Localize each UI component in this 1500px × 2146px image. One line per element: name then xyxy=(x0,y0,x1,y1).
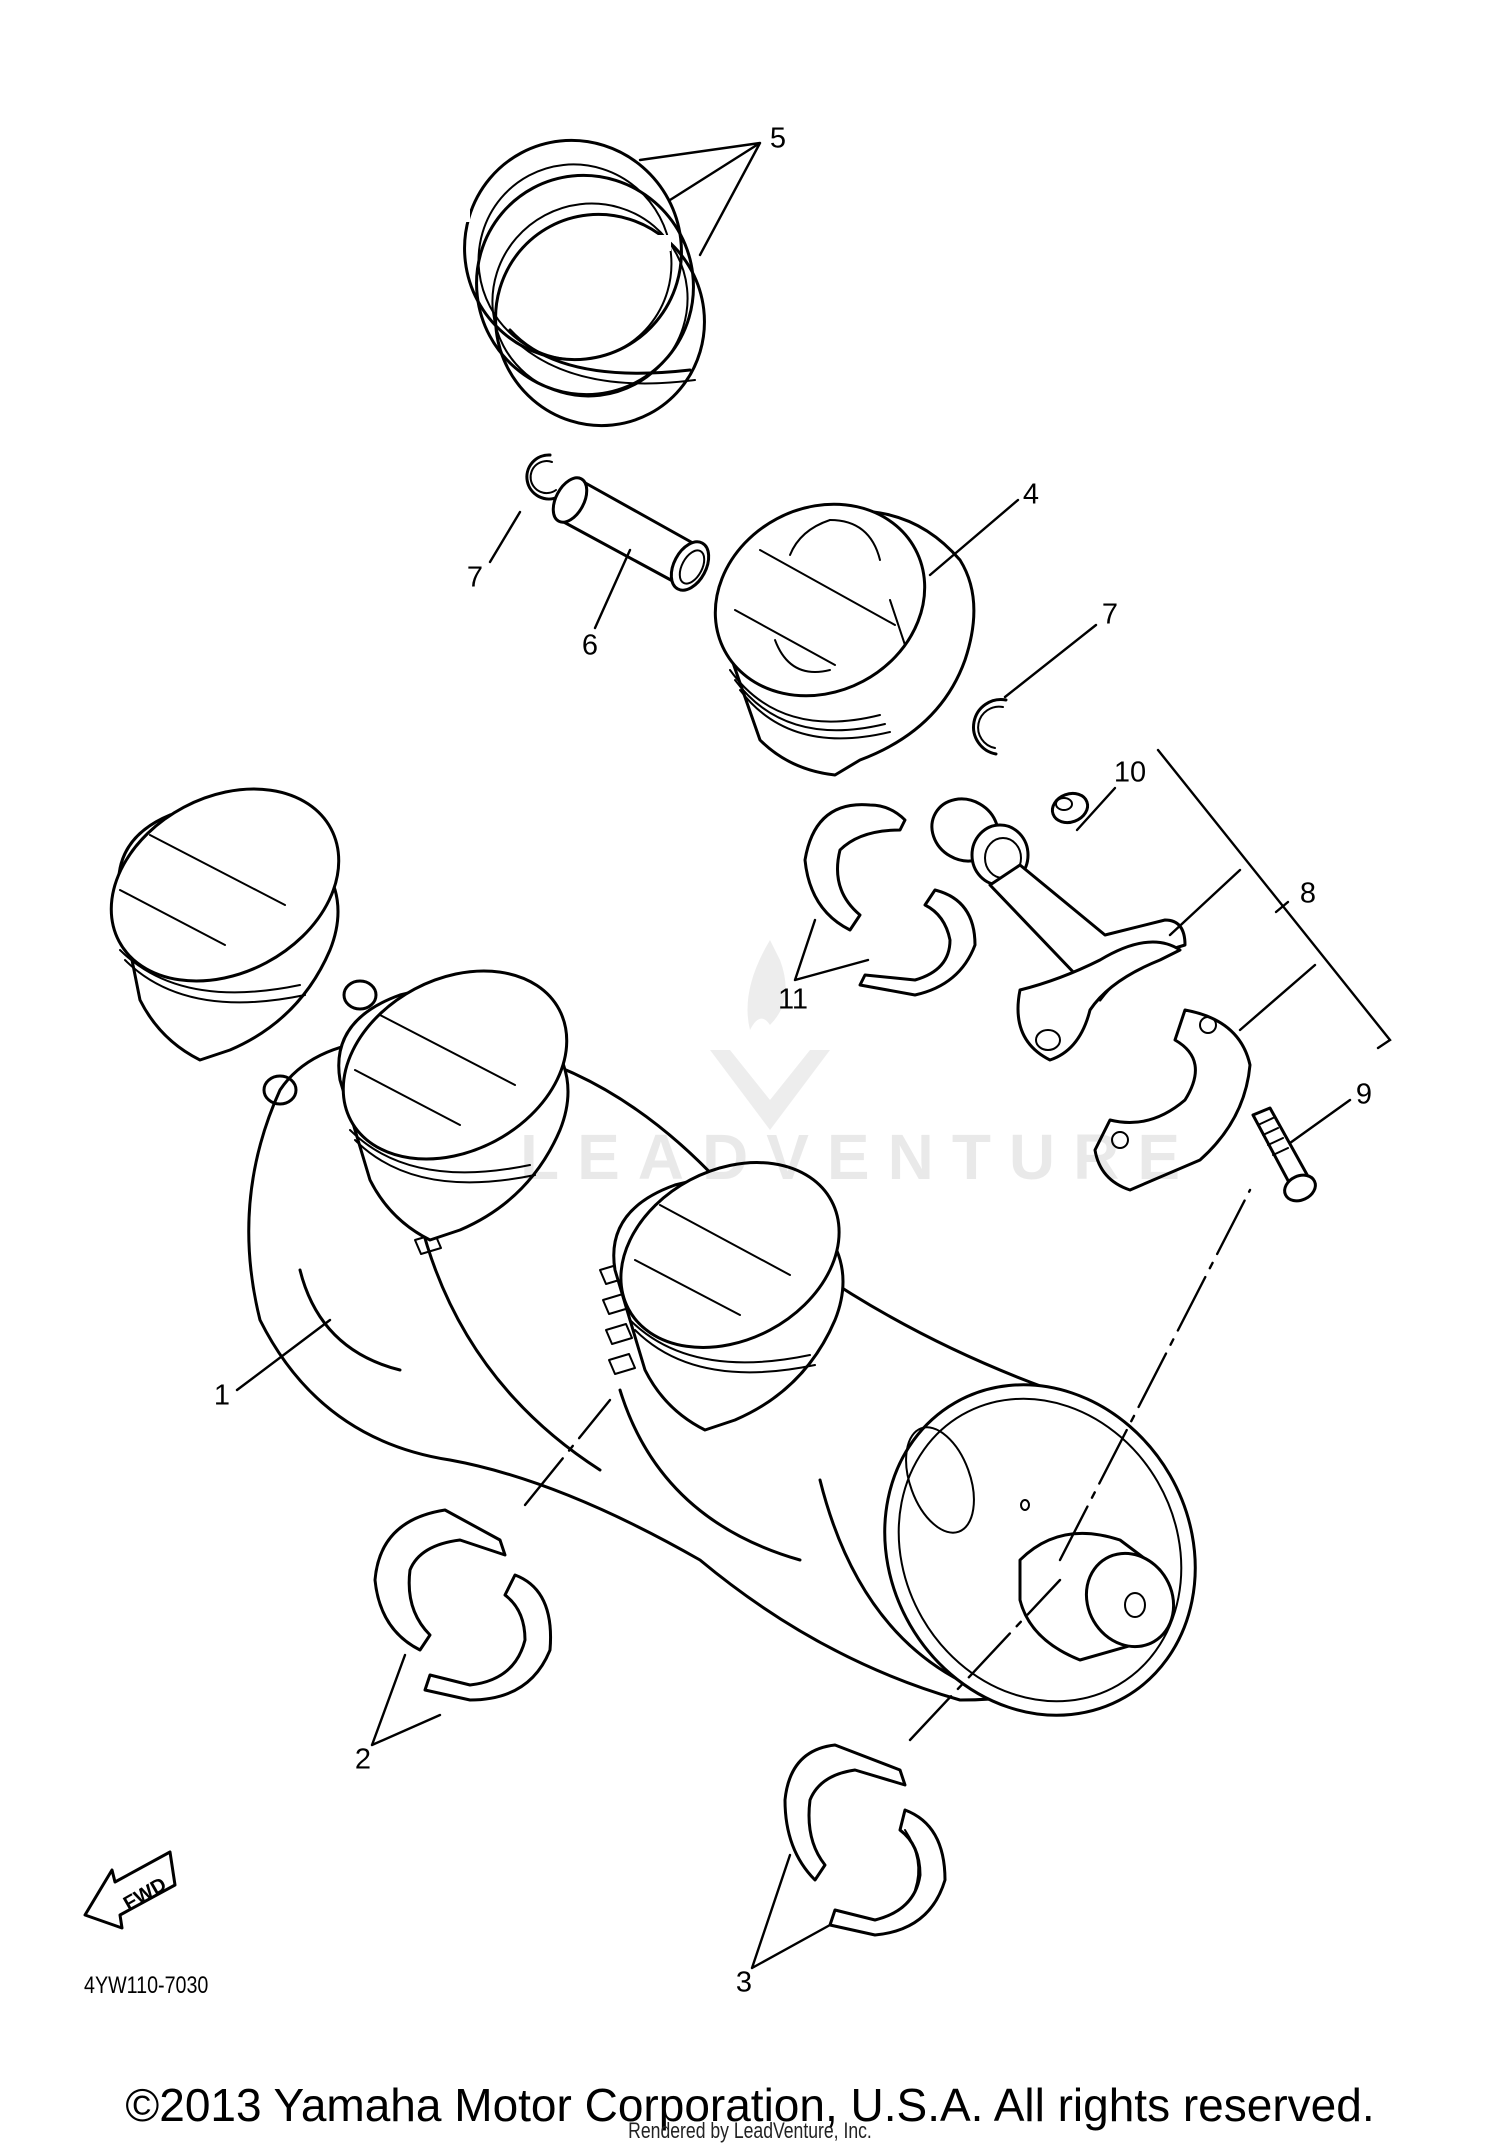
rendered-by-notice: Rendered by LeadVenture, Inc. xyxy=(628,2118,872,2143)
callout-6[interactable]: 6 xyxy=(581,629,599,662)
crank-bearing-pair-left[interactable] xyxy=(373,1508,553,1702)
piston-ring-set[interactable] xyxy=(426,102,742,462)
copyright-notice: ©2013 Yamaha Motor Corporation, U.S.A. A… xyxy=(125,2079,1375,2131)
forward-direction-arrow: FWD xyxy=(83,1850,177,1930)
callout-10[interactable]: 10 xyxy=(1113,756,1147,789)
crank-bearing-pair-right[interactable] xyxy=(783,1743,947,1937)
piston-pin[interactable] xyxy=(546,472,716,596)
big-end-bearing-pair[interactable] xyxy=(803,803,977,997)
callout-8[interactable]: 8 xyxy=(1299,877,1317,910)
leadventure-watermark-logo xyxy=(710,940,830,1130)
callout-4[interactable]: 4 xyxy=(1022,478,1040,511)
leadventure-watermark-text: LEADVENTURE xyxy=(520,1121,1199,1193)
callout-3[interactable]: 3 xyxy=(735,1966,753,1999)
callout-2[interactable]: 2 xyxy=(354,1743,372,1776)
connecting-rod-cap[interactable] xyxy=(1093,1008,1252,1192)
callout-1[interactable]: 1 xyxy=(213,1379,231,1412)
callout-7-left[interactable]: 7 xyxy=(466,561,484,594)
diagram-code: 4YW110-7030 xyxy=(84,1972,209,1999)
callout-11[interactable]: 11 xyxy=(777,983,809,1016)
callout-9[interactable]: 9 xyxy=(1355,1078,1373,1111)
leader-lines xyxy=(235,141,1392,1970)
rod-nut[interactable] xyxy=(1048,789,1091,828)
crankshaft-assembly[interactable] xyxy=(78,751,1255,1772)
piston-pin-clip-right[interactable] xyxy=(972,698,1008,756)
callout-7-right[interactable]: 7 xyxy=(1101,598,1119,631)
callout-5[interactable]: 5 xyxy=(769,122,787,155)
piston[interactable] xyxy=(681,468,976,777)
piston-pin-clip-left[interactable] xyxy=(525,453,560,501)
connecting-rod[interactable] xyxy=(921,787,1187,1062)
rod-bolt[interactable] xyxy=(1251,1106,1320,1206)
